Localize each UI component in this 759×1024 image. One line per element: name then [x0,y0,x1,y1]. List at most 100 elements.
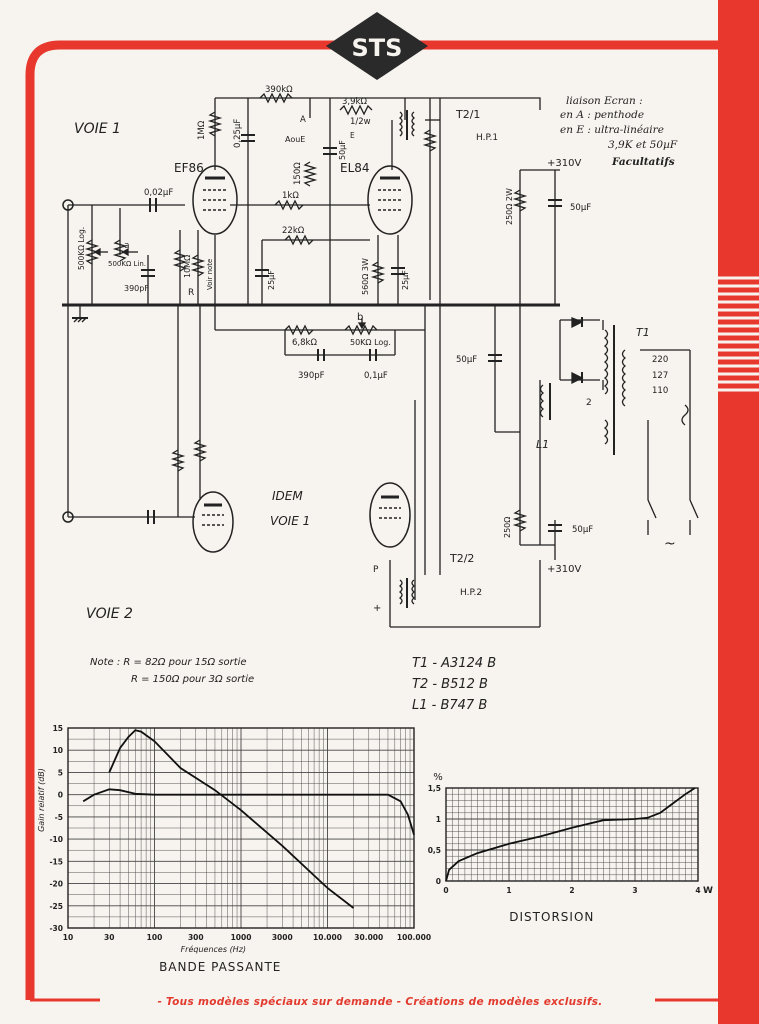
node-b-label: b [357,312,363,323]
aoue-label: AouE [285,135,305,144]
r68k-label: 6,8kΩ [292,338,317,348]
r390k-label: 390kΩ [265,85,293,95]
note-r-line1: Note : R = 82Ω pour 15Ω sortie [90,657,247,668]
tick-labels: 0 1 2 3 4 0 0,5 1 1,5 [428,784,701,895]
r-label: R [188,288,194,298]
x-tick-label: 0 [443,886,448,895]
x-axis-label: Fréquences (Hz) [181,944,246,954]
y-tick-label: -20 [49,880,63,889]
resistors [84,92,528,532]
tube-ef86-v2 [192,491,234,553]
x-tick-label: 1000 [231,933,252,942]
c002-label: 0,02µF [144,188,173,198]
parts-t2: T2 - B512 B [412,677,488,692]
chart-title: DISTORSION [509,910,594,924]
series-line-1 [108,729,355,909]
y-tick-label: 10 [53,746,63,755]
voie2-title: VOIE 2 [86,606,133,622]
hp1-label: H.P.1 [476,133,498,143]
capacitors [141,134,562,532]
y-tick-label: 0,5 [428,846,441,855]
r560-label: 560Ω 3W [361,258,370,295]
node-e-label: E [350,131,355,140]
tube-el84-label: EL84 [340,161,370,175]
y-tick-label: 1 [436,815,441,824]
y-tick-label: -25 [49,902,63,911]
input-jack-v1 [62,199,74,211]
voirnote-label: Voir note [206,259,214,290]
r150-label: 150Ω [293,162,303,185]
p-label: P [373,565,379,575]
c390in-label: 390pF [124,284,149,293]
t22-label: T2/2 [449,552,474,565]
y-tick-label: 15 [53,724,63,733]
node-a-top: A [300,115,306,125]
x-tick-label: 100.000 [397,933,431,942]
x-tick-label: 3000 [272,933,293,942]
x-tick-label: 10 [63,933,73,942]
y-tick-label: 1,5 [428,784,441,793]
note-ecran-line3: en E : ultra-linéaire [560,124,664,136]
y-tick-label: 0 [58,791,63,800]
y-axis-label: % [433,772,443,783]
transformers [398,110,699,608]
chart-grid [445,787,699,882]
chart-frame [67,727,415,929]
tap-two-label: 2 [586,398,592,408]
c390fb-label: 390pF [298,371,325,381]
x-tick-label: 4 [695,886,700,895]
x-tick-label: 100 [147,933,163,942]
c25-label: 25µF [267,270,276,290]
c25b-label: 25µF [401,270,410,290]
pot-arrows [93,247,367,330]
note-r-line2: R = 150Ω pour 3Ω sortie [131,674,254,685]
y-tick-label: 0 [436,877,441,886]
v310-label: +310V [547,158,581,169]
idem-label: IDEM [272,489,303,503]
r39k-label: 3,9kΩ [342,97,367,107]
tube-ef86-label: EF86 [174,161,204,175]
c01-label: 0,1µF [364,371,388,381]
r250w-label: 250Ω 2W [505,188,514,225]
voie1-title: VOIE 1 [74,121,121,137]
node-a-label: a [124,241,130,251]
x-tick-label: 3 [632,886,637,895]
w12-label: 1/2w [350,117,371,127]
tap110-label: 110 [652,386,668,396]
c025-label: 0,25µF [233,119,243,148]
tube-el84-v2 [369,482,411,548]
chart-title: BANDE PASSANTE [159,960,281,974]
tube-el84-v1 [367,165,413,235]
l1-label: L1 [536,438,549,451]
y-axis-label: Gain relatif (dB) [37,768,46,832]
c50top-label: 50µF [338,140,347,160]
note-ecran-line4: 3,9K et 50µF [608,139,678,151]
x-tick-label: 1 [506,886,511,895]
pot50log-label: 50KΩ Log. [350,338,391,347]
mains-tilde: ~ [664,536,676,552]
r10m-label: 10MΩ [183,255,192,278]
hp2-label: H.P.2 [460,588,482,598]
x-tick-label: 30.000 [354,933,383,942]
x-axis-label: W [703,886,713,896]
chart-grid [67,727,415,929]
r250b-label: 250Ω [503,517,512,538]
red-frame [25,0,759,1024]
pot500lin-label: 500KΩ Lin. [108,260,146,268]
c50r3-label: 50µF [572,525,593,535]
r1k-label: 1kΩ [282,191,299,201]
note-ecran-line5: Facultatifs [611,156,675,168]
series-line-2 [82,788,415,835]
ground-symbol [72,305,88,323]
c50r2-label: 50µF [456,355,477,365]
series-line-1 [445,787,696,882]
x-tick-label: 300 [188,933,204,942]
idem-voie1-label: VOIE 1 [270,514,310,528]
chart-distorsion: 0 1 2 3 4 0 0,5 1 1,5W% DISTORSION [428,772,713,924]
tap220-label: 220 [652,355,668,365]
x-tick-label: 30 [104,933,114,942]
x-tick-label: 2 [569,886,574,895]
parts-t1: T1 - A3124 B [412,656,496,671]
